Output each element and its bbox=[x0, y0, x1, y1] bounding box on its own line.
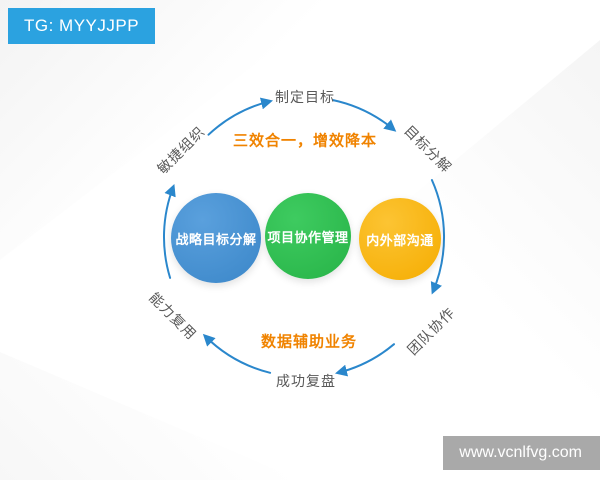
cycle-label-success-review: 成功复盘 bbox=[276, 373, 336, 389]
cycle-arc-segment bbox=[207, 97, 274, 136]
slogan-bottom: 数据辅助业务 bbox=[260, 333, 358, 351]
tg-watermark-badge: TG: MYYJJPP bbox=[8, 8, 156, 44]
circle-project-collaboration: 项目协作管理 bbox=[265, 193, 351, 279]
cycle-arc-segment bbox=[332, 99, 397, 132]
cycle-label-set-goals: 制定目标 bbox=[275, 89, 335, 105]
circle-label: 项目协作管理 bbox=[267, 229, 349, 245]
circle-strategic-goal-breakdown: 战略目标分解 bbox=[171, 193, 261, 283]
slogan-top: 三效合一，增效降本 bbox=[232, 132, 378, 150]
cycle-arc-segment bbox=[202, 333, 272, 374]
cycle-arc-segment bbox=[430, 179, 446, 295]
circle-internal-external-communication: 内外部沟通 bbox=[359, 198, 441, 280]
website-watermark-badge: www.vcnlfvg.com bbox=[443, 436, 600, 470]
cycle-arc-segment bbox=[334, 343, 395, 377]
cycle-arc-segment bbox=[163, 183, 176, 279]
circle-label: 战略目标分解 bbox=[175, 231, 257, 247]
circle-label: 内外部沟通 bbox=[366, 232, 434, 248]
